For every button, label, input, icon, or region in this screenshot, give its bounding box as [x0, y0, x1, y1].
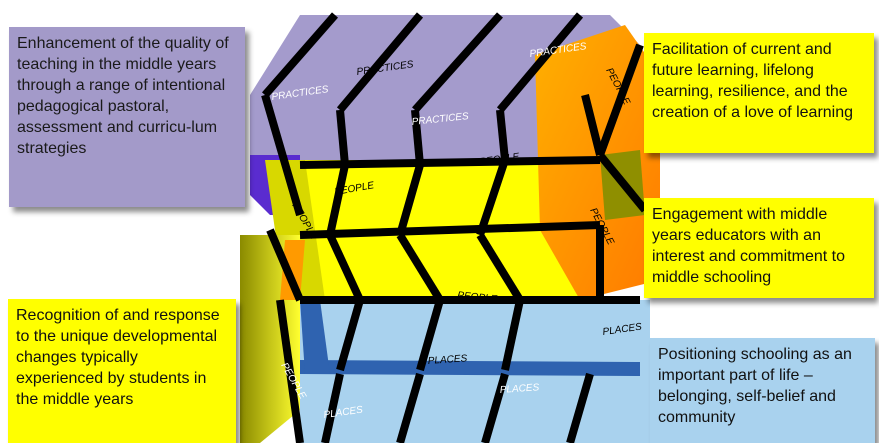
recognition-box: Recognition of and response to the uniqu… — [8, 299, 236, 443]
facilitation-box: Facilitation of current and future learn… — [644, 33, 874, 153]
quality-teaching-text: Enhancement of the quality of teaching i… — [17, 35, 229, 157]
engagement-box: Engagement with middle years educators w… — [644, 198, 874, 298]
quality-teaching-box: Enhancement of the quality of teaching i… — [9, 27, 245, 207]
positioning-text: Positioning schooling as an important pa… — [658, 346, 852, 426]
facilitation-text: Facilitation of current and future learn… — [652, 41, 853, 121]
recognition-text: Recognition of and response to the uniqu… — [16, 307, 220, 408]
grid-line — [300, 160, 600, 165]
engagement-text: Engagement with middle years educators w… — [652, 206, 845, 286]
positioning-box: Positioning schooling as an important pa… — [650, 338, 875, 443]
places-dark-band — [300, 360, 640, 376]
grid-line — [340, 110, 345, 165]
grid-line — [500, 110, 505, 160]
